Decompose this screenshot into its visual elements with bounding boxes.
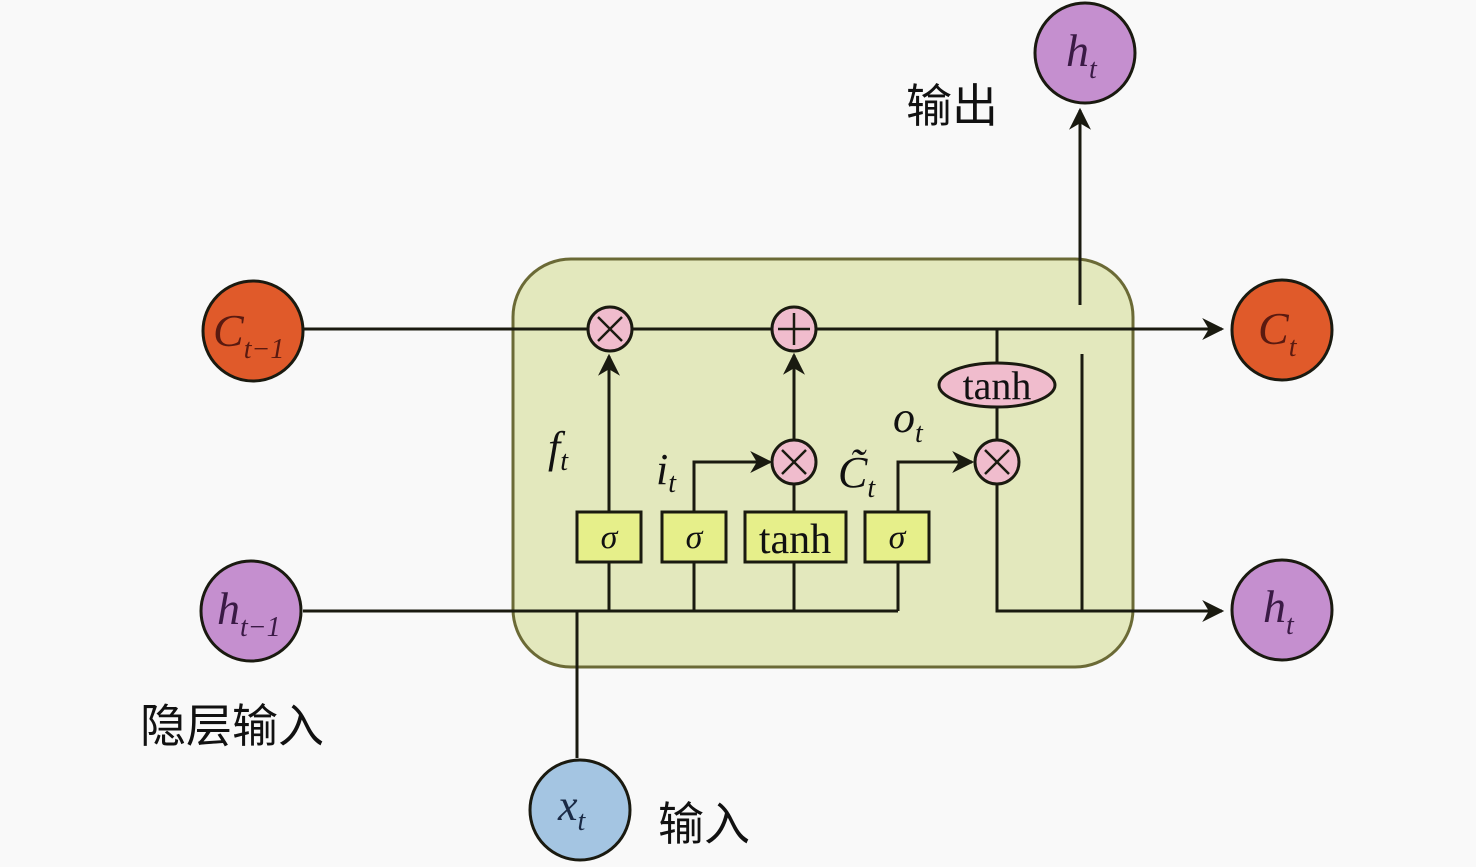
output-multiply-op (973, 438, 1021, 486)
svg-text:ht: ht (1066, 25, 1098, 85)
connection-lines (303, 107, 1225, 758)
c-out-node: Ct (1230, 278, 1334, 382)
svg-text:ht−1: ht−1 (217, 583, 281, 643)
input-gate-label: σ (686, 519, 704, 556)
multiply-icon (781, 449, 807, 475)
plus-icon (778, 313, 810, 345)
h-prev-node: ht−1 (199, 559, 303, 663)
hidden-input-label: 隐层输入 (140, 699, 324, 753)
add-op (770, 305, 818, 353)
output-signal-label: ot (893, 393, 924, 449)
output-gate-label: σ (889, 519, 907, 556)
c-prev-node: Ct−1 (201, 279, 305, 383)
forget-multiply-op (586, 305, 634, 353)
output-gate-box: σ (863, 510, 931, 564)
multiply-icon (597, 316, 623, 342)
candidate-gate-label: tanh (759, 517, 831, 563)
output-gate-out (896, 451, 975, 512)
svg-text:Ct−1: Ct−1 (213, 305, 284, 365)
lstm-cell-body (511, 257, 1135, 669)
operators: tanh (586, 305, 1057, 486)
tanh-ellipse-op: tanh (937, 361, 1057, 409)
signal-labels: ft it C̃t ot (548, 393, 924, 504)
multiply-icon (984, 449, 1010, 475)
h-out-node: ht (1230, 558, 1334, 662)
svg-text:ht: ht (1263, 581, 1295, 641)
tanh-label: tanh (963, 363, 1032, 408)
input-gate-box: σ (660, 510, 728, 564)
gate-boxes: σ σ tanh σ (575, 510, 931, 564)
input-label: 输入 (658, 797, 750, 851)
forget-gate-box: σ (575, 510, 643, 564)
input-multiply-op (770, 438, 818, 486)
output-mult-to-h (995, 484, 1225, 622)
output-label: 输出 (906, 79, 998, 133)
input-signal-label: it (656, 445, 677, 499)
svg-text:Ct: Ct (1258, 303, 1298, 363)
candidate-gate-box: tanh (743, 510, 848, 564)
h-top-node: ht (1033, 1, 1137, 105)
forget-gate-label: σ (601, 519, 619, 556)
svg-text:xt: xt (557, 781, 587, 837)
x-input-node: xt (528, 758, 632, 862)
candidate-signal-label: C̃t (838, 448, 876, 504)
input-gate-out (692, 451, 773, 512)
